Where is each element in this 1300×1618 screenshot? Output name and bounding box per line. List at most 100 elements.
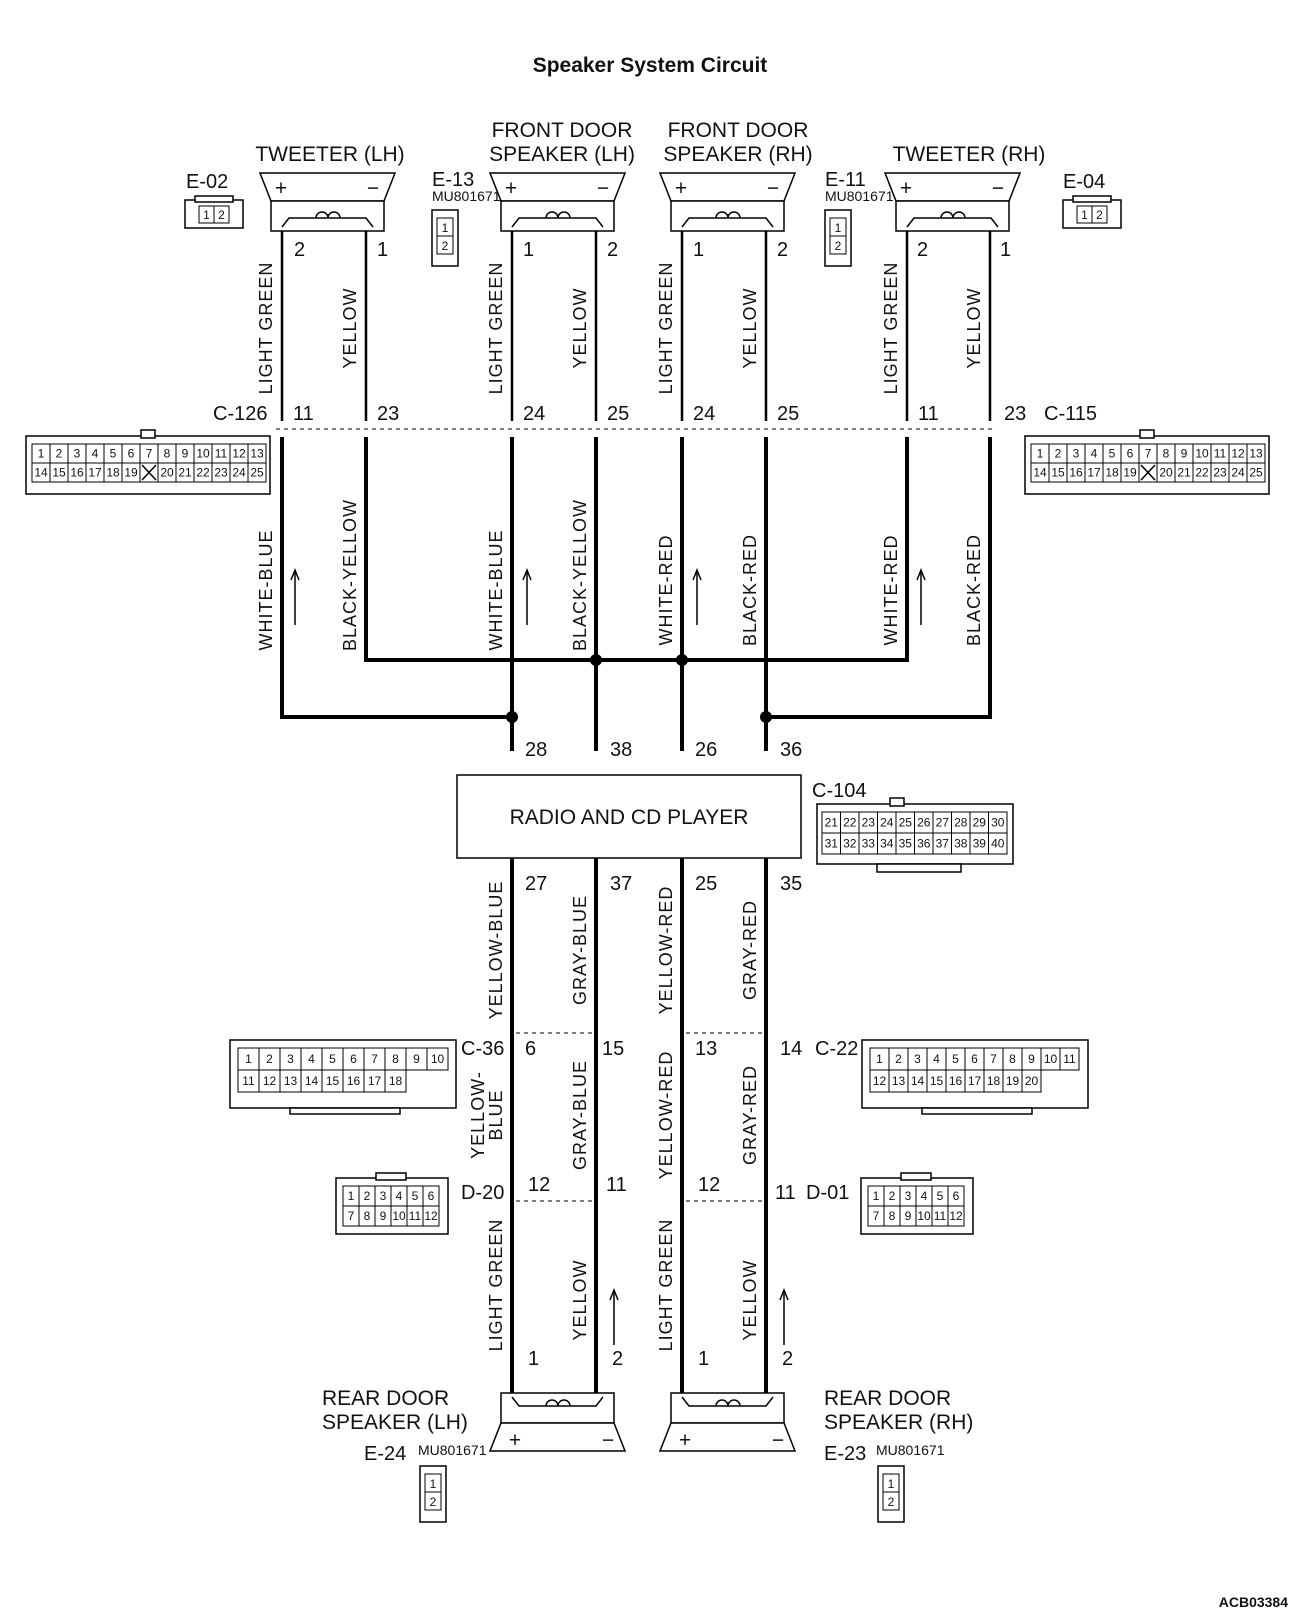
connector-e04-pinout: 1 2 (1062, 195, 1122, 229)
d20-pin-11: 11 (606, 1174, 627, 1196)
c104-pin-label: 34 (880, 837, 894, 851)
c126-pin-label: 17 (88, 466, 102, 480)
wire-color-lower-b-1-line1: YELLOW- (468, 1071, 488, 1159)
c126-pin-label: 2 (56, 447, 63, 461)
c126-pin-label: 19 (124, 466, 138, 480)
c104-pin-label: 22 (843, 816, 857, 830)
wire-color-middle-4: BLACK-YELLOW (570, 499, 590, 651)
c22-cell (1059, 1047, 1080, 1071)
rear-rh-speaker-symbol: + − (658, 1392, 797, 1452)
wire-color-lower-b-4: GRAY-RED (740, 1065, 760, 1165)
c126-pin-label: 15 (52, 466, 66, 480)
svg-text:+: + (900, 177, 912, 200)
lower-wires (510, 858, 789, 1393)
tweeter-rh-pin-left: 2 (917, 239, 928, 261)
connector-c126-label: C-126 (213, 403, 267, 425)
c36-pin-label: 17 (368, 1074, 382, 1088)
wire-color-lower-a-4: GRAY-RED (740, 900, 760, 1000)
d20-pin-label: 3 (380, 1189, 387, 1203)
c36-pin-label: 5 (329, 1052, 336, 1066)
svg-text:2: 2 (430, 1495, 437, 1509)
c126-pin-label: 6 (128, 447, 135, 461)
d01-pin-label: 6 (953, 1189, 960, 1203)
diagram-code: ACB03384 (1219, 1594, 1288, 1610)
c126-cell (247, 462, 267, 483)
c115-pin-label: 18 (1105, 466, 1119, 480)
c115-pin-label: 12 (1231, 447, 1245, 461)
d20-cell (422, 1205, 440, 1227)
c126-pin-label: 1 (38, 447, 45, 461)
c115-pin-label: 5 (1109, 447, 1116, 461)
c22-pin-label: 18 (987, 1074, 1001, 1088)
c104-pin-26: 26 (695, 739, 717, 761)
c126-pin-label: 23 (214, 466, 228, 480)
c115-pin-label: 14 (1033, 466, 1047, 480)
c104-pin-label: 30 (991, 816, 1005, 830)
c22-pin-14: 14 (780, 1038, 802, 1060)
front-rh-pin-right: 2 (777, 239, 788, 261)
c36-pin-6: 6 (525, 1038, 536, 1060)
svg-text:1: 1 (203, 208, 210, 222)
svg-text:−: − (767, 177, 779, 200)
c22-pin-label: 16 (949, 1074, 963, 1088)
c22-pin-label: 17 (968, 1074, 982, 1088)
c126-pin-label: 10 (196, 447, 210, 461)
connector-d20-label: D-20 (461, 1182, 504, 1204)
c126-pin-label: 3 (74, 447, 81, 461)
c104-pin-label: 31 (825, 837, 839, 851)
d20-pin-label: 9 (380, 1209, 387, 1223)
c22-pin-label: 13 (892, 1074, 906, 1088)
mid-pin-24-rh: 24 (693, 403, 715, 425)
wire-color-middle-7: WHITE-RED (881, 535, 901, 646)
c104-pin-38: 38 (610, 739, 632, 761)
d01-pin-label: 10 (917, 1209, 931, 1223)
connector-c104-label: C-104 (812, 780, 866, 802)
wire-color-middle-2: BLACK-YELLOW (340, 499, 360, 651)
c126-pin-label: 11 (215, 447, 228, 461)
wire-color-lower-c-4: YELLOW (740, 1259, 760, 1340)
wire-color-middle-8: BLACK-RED (964, 534, 984, 646)
wire-color-upper-7: LIGHT GREEN (881, 262, 901, 395)
c22-pin-label: 5 (952, 1052, 959, 1066)
c115-pin-label: 22 (1195, 466, 1209, 480)
d01-pin-label: 4 (921, 1189, 928, 1203)
tweeter-rh-symbol: + − (883, 172, 1022, 232)
d20-pin-label: 10 (392, 1209, 406, 1223)
connector-c36-label: C-36 (461, 1038, 504, 1060)
connector-c115-label: C-115 (1044, 403, 1097, 425)
svg-text:2: 2 (442, 239, 449, 253)
c104-pin-label: 40 (991, 837, 1005, 851)
d01-pin-label: 5 (937, 1189, 944, 1203)
front-rh-pin-left: 1 (693, 239, 704, 261)
connector-e23-part: MU801671 (876, 1442, 945, 1458)
c115-pin-label: 16 (1069, 466, 1083, 480)
rear-rh-label-line2: SPEAKER (RH) (824, 1411, 973, 1434)
c22-pin-label: 4 (933, 1052, 940, 1066)
front-lh-speaker-symbol: + − (488, 172, 627, 232)
svg-text:+: + (675, 177, 687, 200)
connector-e24-label: E-24 (364, 1443, 406, 1465)
wire-color-middle-3: WHITE-BLUE (486, 529, 506, 650)
c36-pin-label: 15 (326, 1074, 340, 1088)
front-lh-label-line1: FRONT DOOR (492, 119, 633, 142)
svg-text:2: 2 (835, 239, 842, 253)
connector-e24-pinout: 1 2 (419, 1465, 447, 1523)
front-rh-label-line1: FRONT DOOR (668, 119, 809, 142)
tweeter-rh-label: TWEETER (RH) (893, 143, 1046, 166)
c115-pin-label: 13 (1249, 447, 1263, 461)
c126-pin-23: 23 (377, 403, 399, 425)
connector-e04-label: E-04 (1063, 171, 1105, 193)
wire-color-upper-4: YELLOW (570, 287, 590, 368)
c104-pin-label: 25 (899, 816, 913, 830)
c36-pin-label: 13 (284, 1074, 298, 1088)
connector-e11-label: E-11 (825, 169, 866, 191)
svg-text:−: − (992, 177, 1004, 200)
wire-color-upper-6: YELLOW (740, 287, 760, 368)
c104-cell (988, 832, 1008, 855)
c104-pin-label: 23 (862, 816, 876, 830)
c115-pin-label: 7 (1145, 447, 1152, 461)
d01-pin-label: 11 (934, 1209, 947, 1223)
